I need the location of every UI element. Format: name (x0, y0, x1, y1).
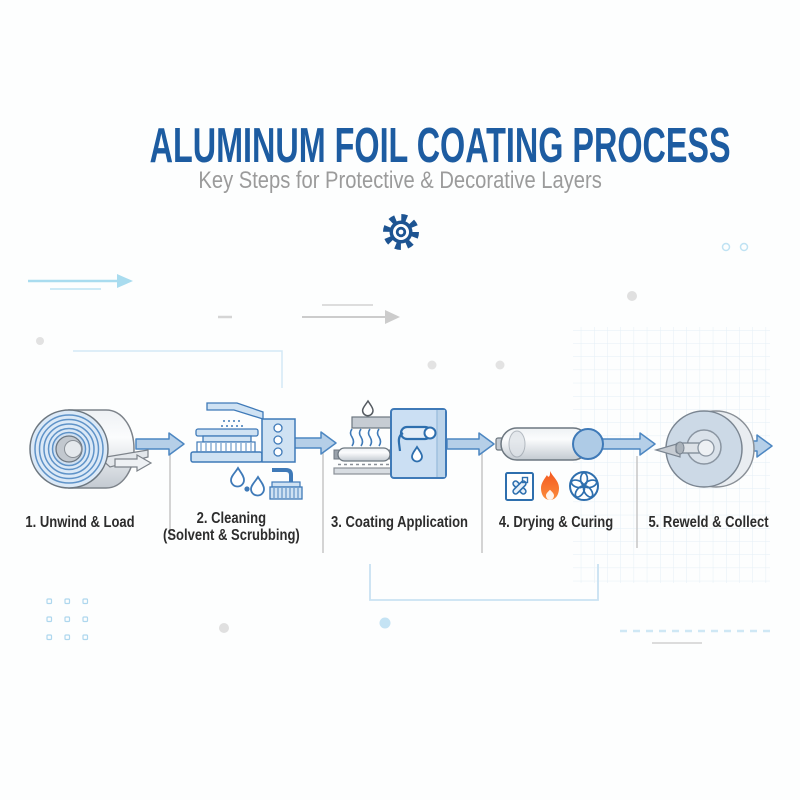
dashed-line-decoration (620, 629, 770, 644)
dot-decorations (36, 242, 749, 633)
step2-label: 2. Cleaning (Solvent & Scrubbing) (162, 510, 300, 545)
step-dividers (169, 453, 638, 553)
rewind-roll-icon (653, 410, 755, 488)
step4-label: 4. Drying & Curing (498, 514, 614, 531)
flame-icon (541, 471, 559, 500)
heater-tools-icon (505, 472, 534, 501)
square-matrix-decoration (46, 598, 89, 641)
gray-arrow-decoration (218, 304, 400, 324)
step1-label: 1. Unwind & Load (25, 514, 135, 531)
step3-label: 3. Coating Application (331, 514, 469, 531)
arrow-step3-to-step4 (446, 432, 495, 456)
drying-oven-icon (495, 427, 604, 461)
fan-icon (569, 471, 599, 501)
gear-icon (383, 214, 419, 250)
scrub-brush-icon (269, 468, 303, 500)
foil-roll-icon (29, 409, 153, 489)
corner-line-decoration (73, 350, 283, 388)
step5-label: 5. Reweld & Collect (647, 514, 769, 531)
blue-arrow-decoration (28, 274, 133, 290)
arrow-step2-to-step3 (293, 431, 337, 455)
arrow-step1-to-step2 (135, 432, 185, 456)
bracket-line-decoration (369, 564, 599, 601)
solvent-droplets-icon (230, 466, 265, 497)
coating-machine-icon (333, 399, 447, 479)
page-title: ALUMINUM FOIL COATING PROCESS (149, 119, 731, 173)
page-subtitle: Key Steps for Protective & Decorative La… (198, 167, 602, 194)
cleaning-machine-icon (190, 402, 296, 463)
flow-arrows (135, 431, 773, 458)
